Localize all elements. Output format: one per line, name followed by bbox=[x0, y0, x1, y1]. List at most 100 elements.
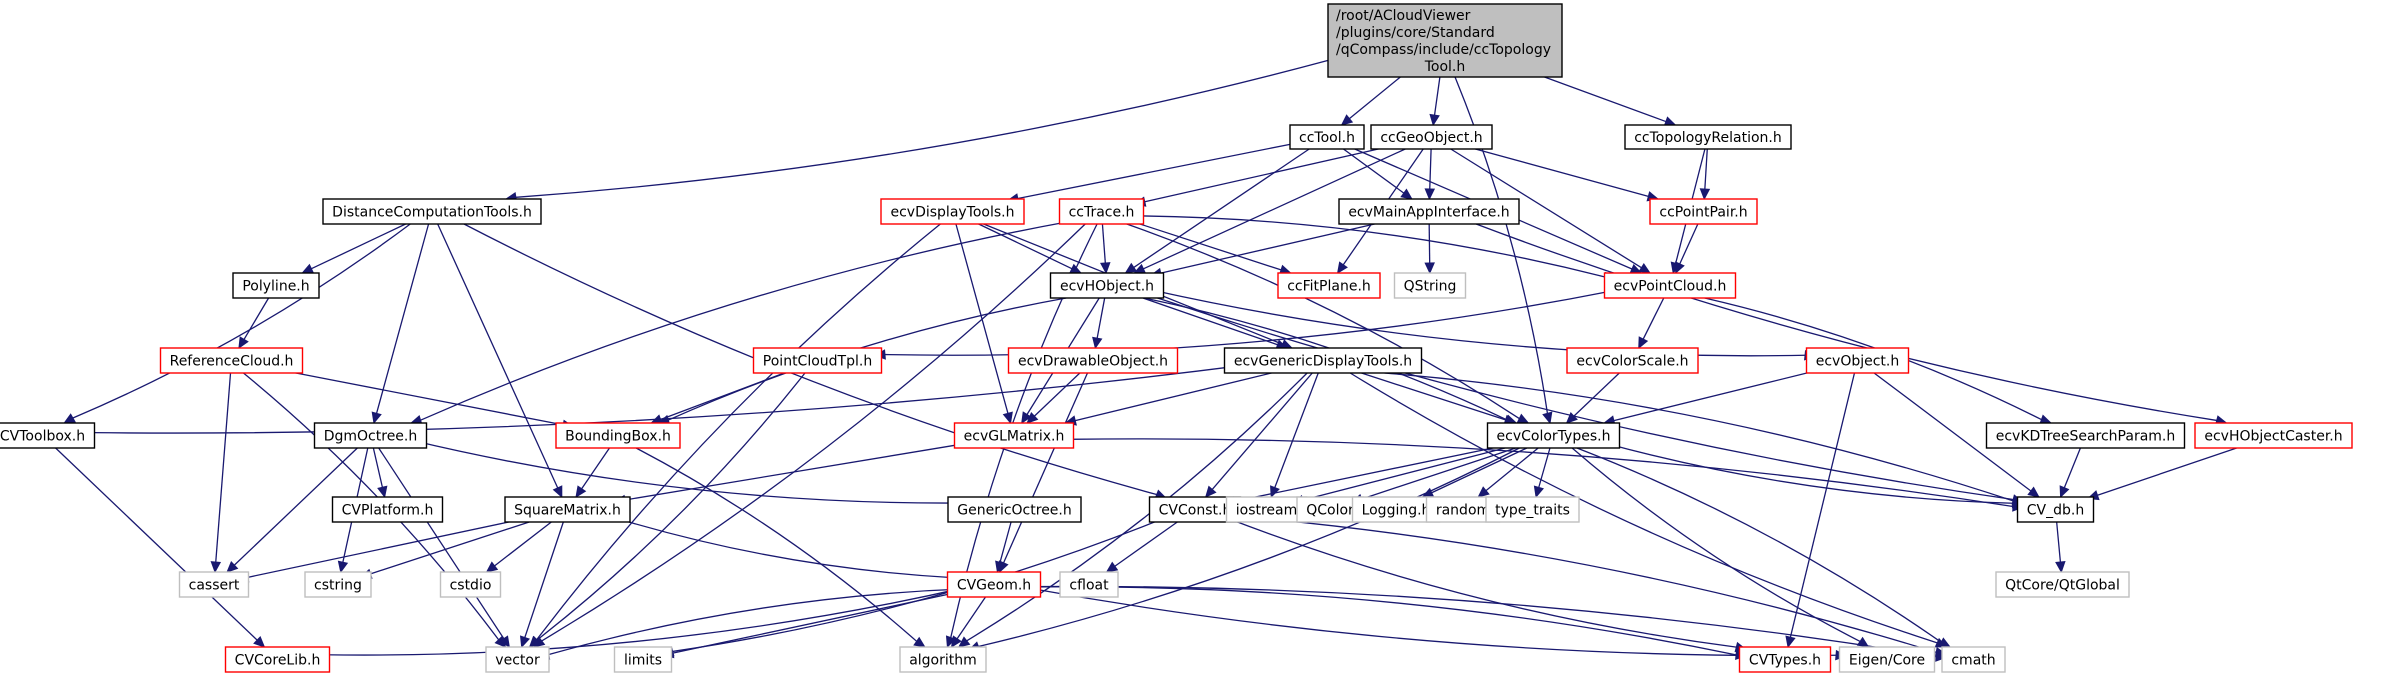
node-box bbox=[1624, 124, 1792, 150]
node-label: /root/ACloudViewer bbox=[1336, 8, 1471, 24]
node-cstring: cstring bbox=[304, 571, 372, 598]
node-ccTool[interactable]: ccTool.h bbox=[1289, 124, 1365, 150]
arrowhead-icon bbox=[1092, 336, 1103, 350]
node-ecvColorTypes[interactable]: ecvColorTypes.h bbox=[1486, 422, 1621, 449]
edge-ReferenceCloud-to-BoundingBox bbox=[282, 369, 575, 430]
arrowhead-icon bbox=[1100, 262, 1111, 275]
arrowhead-icon bbox=[1477, 486, 1490, 498]
edge-ecvColorTypes-to-iostream bbox=[1291, 447, 1506, 506]
node-ecvMainAppInterface[interactable]: ecvMainAppInterface.h bbox=[1338, 198, 1520, 225]
arrowhead-icon bbox=[337, 560, 349, 574]
nodes-layer: /root/ACloudViewer/plugins/core/Standard… bbox=[0, 3, 2353, 673]
node-SquareMatrix[interactable]: SquareMatrix.h bbox=[504, 496, 631, 523]
arrowhead-icon bbox=[1785, 635, 1796, 649]
node-ecvDisplayTools[interactable]: ecvDisplayTools.h bbox=[880, 198, 1025, 225]
node-label: cmath bbox=[1951, 653, 1995, 669]
node-label: cstring bbox=[314, 578, 362, 594]
node-ecvHObject[interactable]: ecvHObject.h bbox=[1049, 272, 1165, 299]
arrowhead-icon bbox=[1935, 651, 1948, 662]
edge-ccGeoObject-to-ecvMainAppInterface bbox=[1424, 148, 1436, 201]
edge-DgmOctree-to-vector bbox=[378, 447, 510, 649]
node-CVCoreLib[interactable]: CVCoreLib.h bbox=[224, 646, 331, 673]
edge-line bbox=[437, 223, 559, 489]
edge-line bbox=[1114, 521, 1178, 567]
edge-line bbox=[999, 521, 1012, 563]
arrowhead-icon bbox=[1675, 261, 1685, 275]
edge-line bbox=[581, 447, 611, 490]
arrowhead-icon bbox=[529, 635, 542, 648]
node-CVToolbox[interactable]: CVToolbox.h bbox=[0, 422, 96, 449]
edge-line bbox=[1033, 372, 1081, 417]
node-CVConst[interactable]: CVConst.h bbox=[1148, 496, 1242, 523]
node-GenericOctree[interactable]: GenericOctree.h bbox=[947, 496, 1082, 523]
edge-line bbox=[1021, 586, 1837, 657]
node-ccPointPair[interactable]: ccPointPair.h bbox=[1649, 198, 1758, 225]
arrowhead-icon bbox=[377, 485, 388, 499]
node-label: cassert bbox=[189, 578, 240, 594]
node-ecvColorScale[interactable]: ecvColorScale.h bbox=[1566, 347, 1699, 374]
node-DgmOctree[interactable]: DgmOctree.h bbox=[313, 422, 428, 449]
node-ecvGenericDisplayTools[interactable]: ecvGenericDisplayTools.h bbox=[1223, 347, 1423, 374]
node-CVGeom[interactable]: CVGeom.h bbox=[946, 571, 1042, 598]
edge-DistanceComputationTools-to-DgmOctree bbox=[371, 223, 430, 425]
edge-Polyline-to-ReferenceCloud bbox=[238, 297, 270, 350]
edge-root-to-ccTopologyRelation bbox=[1544, 76, 1677, 127]
edge-SquareMatrix-to-vector bbox=[519, 521, 564, 649]
arrowhead-icon bbox=[2055, 561, 2066, 574]
node-label: CVPlatform.h bbox=[342, 503, 434, 519]
edge-line bbox=[1485, 447, 1539, 492]
edge-line bbox=[90, 364, 1248, 434]
node-ccFitPlane[interactable]: ccFitPlane.h bbox=[1277, 272, 1381, 299]
node-box bbox=[159, 347, 304, 374]
node-box bbox=[899, 646, 987, 673]
node-CVTypes[interactable]: CVTypes.h bbox=[1738, 646, 1832, 673]
node-ecvHObjectCaster[interactable]: ecvHObjectCaster.h bbox=[2194, 422, 2353, 449]
node-Polyline[interactable]: Polyline.h bbox=[232, 272, 320, 299]
node-ecvObject[interactable]: ecvObject.h bbox=[1805, 347, 1910, 374]
edge-line bbox=[372, 447, 384, 488]
node-box bbox=[2194, 422, 2353, 449]
edge-line bbox=[1704, 148, 1708, 190]
edge-line bbox=[1150, 289, 1806, 357]
node-ccGeoObject[interactable]: ccGeoObject.h bbox=[1370, 124, 1493, 150]
edge-line bbox=[1223, 516, 1737, 648]
edge-root-to-DistanceComputationTools bbox=[504, 59, 1331, 203]
node-ReferenceCloud[interactable]: ReferenceCloud.h bbox=[159, 347, 304, 374]
node-ecvKDTreeSearchParam[interactable]: ecvKDTreeSearchParam.h bbox=[1985, 422, 2186, 449]
node-ecvPointCloud[interactable]: ecvPointCloud.h bbox=[1603, 272, 1737, 299]
node-ecvGLMatrix[interactable]: ecvGLMatrix.h bbox=[953, 422, 1075, 449]
node-box bbox=[1289, 124, 1365, 150]
node-ccTopologyRelation[interactable]: ccTopologyRelation.h bbox=[1624, 124, 1792, 150]
arrowhead-icon bbox=[238, 336, 249, 350]
edge-line bbox=[247, 518, 521, 578]
node-BoundingBox[interactable]: BoundingBox.h bbox=[555, 422, 681, 449]
node-CVPlatform[interactable]: CVPlatform.h bbox=[331, 496, 444, 523]
node-DistanceComputationTools[interactable]: DistanceComputationTools.h bbox=[322, 198, 542, 225]
node-label: DgmOctree.h bbox=[324, 429, 418, 445]
edge-DistanceComputationTools-to-SquareMatrix bbox=[437, 223, 563, 499]
node-ccTrace[interactable]: ccTrace.h bbox=[1058, 198, 1145, 225]
edge-ecvMainAppInterface-to-QString bbox=[1424, 223, 1435, 275]
edge-ccTrace-to-ecvHObject bbox=[1100, 223, 1111, 275]
node-label: BoundingBox.h bbox=[565, 429, 671, 445]
node-label: QtCore/QtGlobal bbox=[2005, 578, 2120, 594]
edge-line bbox=[524, 521, 564, 638]
node-label: algorithm bbox=[909, 653, 977, 669]
node-CV_db[interactable]: CV_db.h bbox=[2016, 496, 2095, 523]
node-ecvDrawableObject[interactable]: ecvDrawableObject.h bbox=[1007, 347, 1179, 374]
edge-ecvColorTypes-to-EigenCore bbox=[1571, 447, 1870, 648]
arrowhead-icon bbox=[1270, 485, 1280, 499]
edge-GenericOctree-to-CVGeom bbox=[995, 521, 1012, 574]
edge-ecvGenericDisplayTools-to-algorithm bbox=[957, 372, 1308, 648]
node-PointCloudTpl[interactable]: PointCloudTpl.h bbox=[752, 347, 883, 374]
node-label: limits bbox=[624, 653, 662, 669]
edge-line bbox=[1789, 372, 1856, 638]
arrowhead-icon bbox=[1336, 261, 1348, 275]
node-root[interactable]: /root/ACloudViewer/plugins/core/Standard… bbox=[1327, 3, 1563, 78]
edge-CVConst-to-cfloat bbox=[1105, 521, 1178, 573]
edge-root-to-ccTool bbox=[1340, 76, 1401, 126]
node-cmath: cmath bbox=[1941, 646, 2006, 673]
edge-ecvDisplayTools-to-ecvGLMatrix bbox=[955, 223, 1013, 425]
node-label: ReferenceCloud.h bbox=[170, 354, 294, 370]
edge-line bbox=[614, 517, 957, 579]
